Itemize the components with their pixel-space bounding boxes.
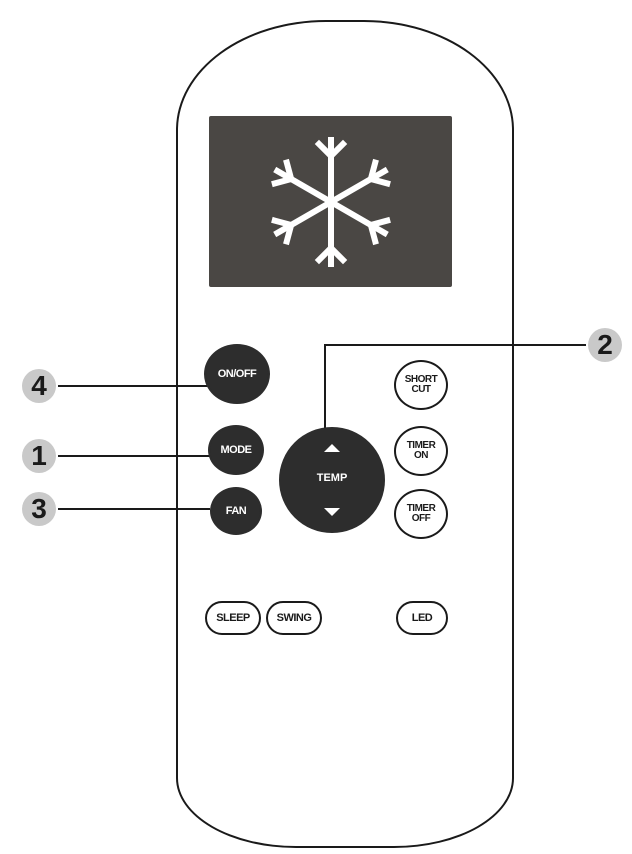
callout-on-off-number: 4	[31, 370, 47, 401]
short-cut-button[interactable]: SHORT CUT	[394, 360, 448, 410]
short-cut-button-label: SHORT CUT	[404, 374, 438, 395]
sleep-button-label: SLEEP	[216, 612, 250, 624]
chevron-up-icon[interactable]	[323, 441, 341, 453]
timer-on-button-label: TIMER ON	[406, 440, 436, 461]
mode-button[interactable]: MODE	[208, 425, 264, 475]
callout-fan-number: 3	[31, 493, 47, 524]
timer-off-button-label: TIMER OFF	[406, 503, 436, 524]
leader-line-temp-horizontal	[324, 344, 586, 346]
callout-on-off: 4	[22, 369, 56, 403]
callout-mode-number: 1	[31, 440, 47, 471]
temp-button-label: TEMP	[316, 472, 348, 484]
timer-off-button[interactable]: TIMER OFF	[394, 489, 448, 539]
led-button-label: LED	[411, 612, 433, 624]
leader-line-temp-vertical	[324, 344, 326, 428]
callout-fan: 3	[22, 492, 56, 526]
on-off-button[interactable]: ON/OFF	[204, 344, 270, 404]
leader-line-fan	[58, 508, 210, 510]
temp-button[interactable]: TEMP	[279, 427, 385, 533]
callout-temp: 2	[588, 328, 622, 362]
swing-button-label: SWING	[276, 612, 312, 624]
swing-button[interactable]: SWING	[266, 601, 322, 635]
callout-temp-number: 2	[597, 329, 613, 360]
snowflake-icon	[271, 137, 391, 267]
sleep-button[interactable]: SLEEP	[205, 601, 261, 635]
callout-mode: 1	[22, 439, 56, 473]
mode-button-label: MODE	[220, 443, 253, 456]
timer-on-button[interactable]: TIMER ON	[394, 426, 448, 476]
lcd-display	[209, 116, 452, 287]
fan-button[interactable]: FAN	[210, 487, 262, 535]
led-button[interactable]: LED	[396, 601, 448, 635]
leader-line-on-off	[58, 385, 212, 387]
chevron-down-icon[interactable]	[323, 507, 341, 519]
fan-button-label: FAN	[225, 504, 247, 517]
on-off-button-label: ON/OFF	[217, 367, 257, 380]
leader-line-mode	[58, 455, 210, 457]
